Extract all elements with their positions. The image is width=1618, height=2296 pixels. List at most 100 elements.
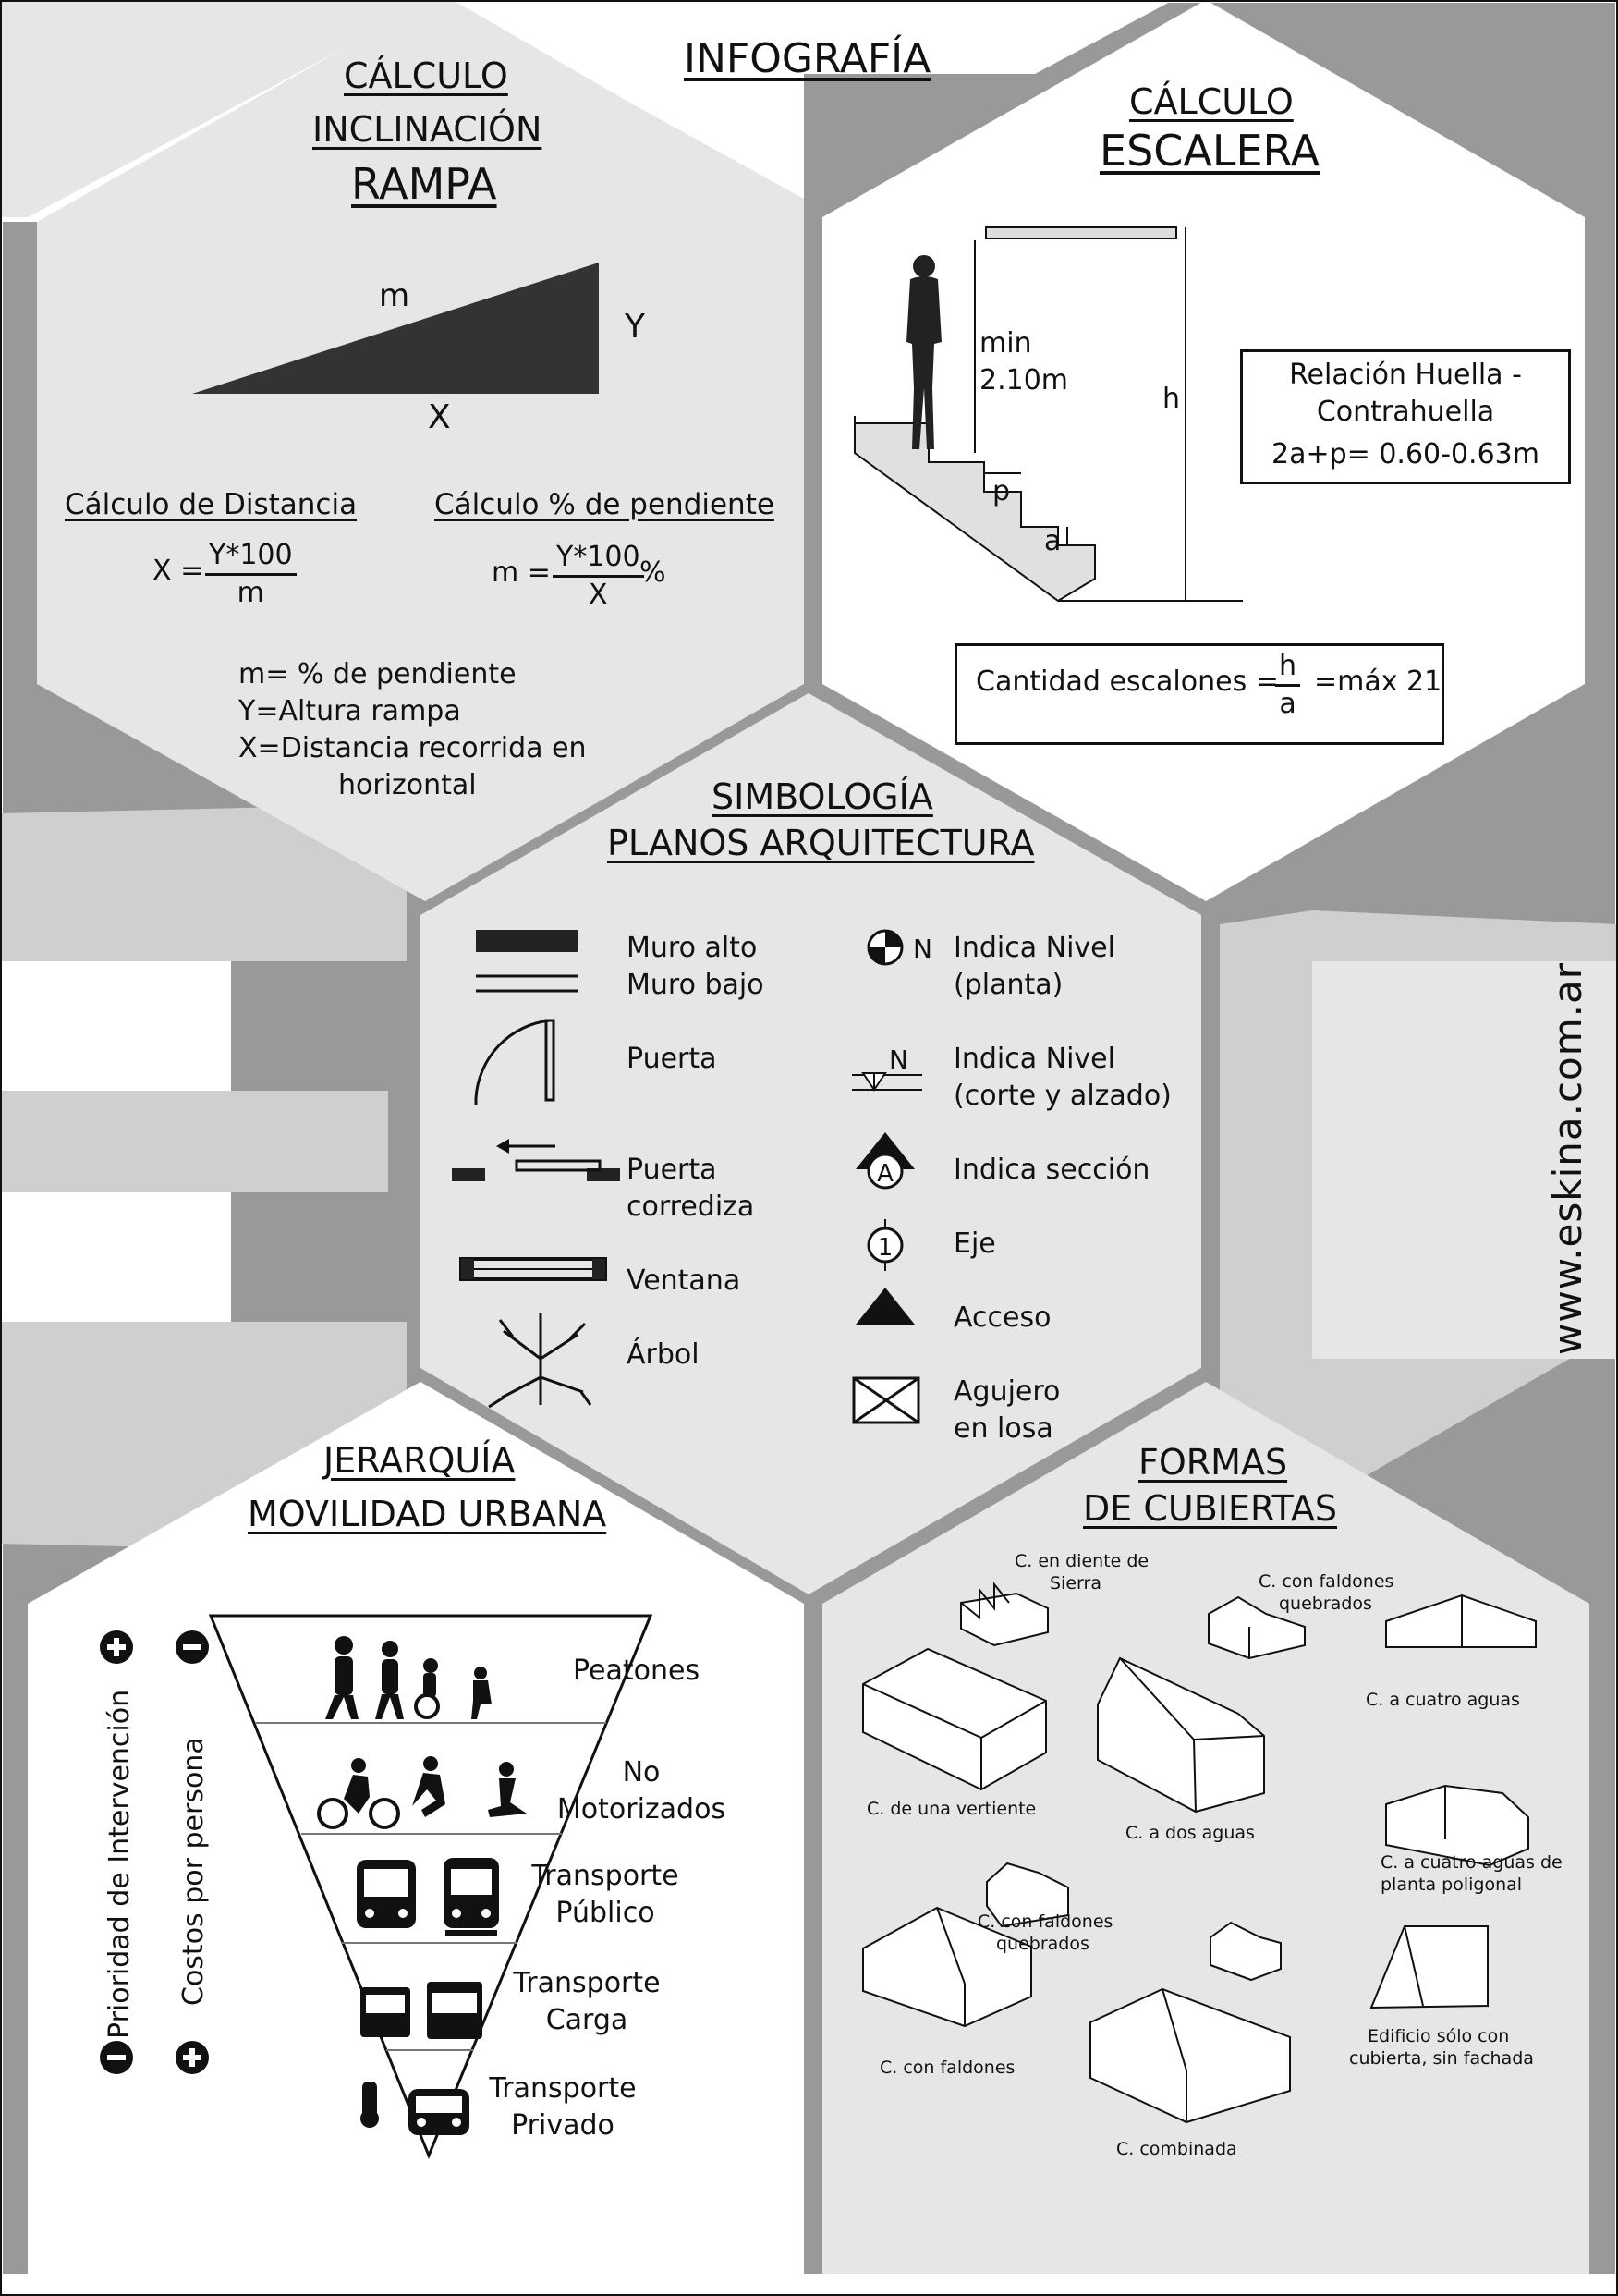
ramp-title-line1: CÁLCULO	[344, 55, 508, 96]
roof-label-broken-mid-2: quebrados	[996, 1934, 1089, 1954]
roof-label-sawtooth-2: Sierra	[1050, 1573, 1101, 1594]
ramp-title-line2: INCLINACIÓN	[312, 109, 542, 150]
cargo-transport-icon	[360, 1982, 482, 2039]
relation-line1: Relación Huella -	[1289, 359, 1522, 391]
ramp-title-line3: RAMPA	[351, 159, 497, 209]
stairs-title-line2: ESCALERA	[1100, 126, 1320, 176]
count-numerator: h	[1275, 649, 1301, 687]
roof-label-poly-2: planta poligonal	[1381, 1875, 1523, 1895]
plus-icon-top	[100, 1630, 133, 1664]
sliding-door-label-1: Puerta	[627, 1154, 717, 1186]
roof-label-single-pitch: C. de una vertiente	[867, 1799, 1037, 1819]
tree-icon	[488, 1313, 592, 1409]
slope-lhs: m =	[492, 556, 551, 589]
private-transport-icon	[360, 2082, 469, 2135]
section-label: Indica sección	[954, 1154, 1150, 1186]
symbols-left-icons	[452, 930, 620, 1409]
ramp-legend-1: m= % de pendiente	[238, 658, 517, 690]
roof-label-broken-mid-1: C. con faldones	[978, 1911, 1113, 1932]
person-icon	[906, 255, 942, 449]
slab-hole-label-1: Agujero	[954, 1375, 1061, 1408]
roof-label-roof-only-2: cubierta, sin fachada	[1349, 2048, 1534, 2069]
window-icon	[459, 1257, 607, 1281]
wall-label-2: Muro bajo	[627, 969, 764, 1001]
level-peatones: Peatones	[573, 1655, 700, 1687]
level-section-label-1: Indica Nivel	[954, 1043, 1115, 1075]
stairs-min-label: min	[979, 327, 1032, 360]
page-title: INFOGRAFÍA	[684, 35, 931, 82]
window-label: Ventana	[627, 1264, 741, 1297]
stairs-h-label: h	[1162, 383, 1181, 415]
access-label: Acceso	[954, 1301, 1052, 1334]
section-letter: A	[877, 1160, 894, 1188]
ramp-label-x: X	[428, 398, 451, 436]
slope-suffix: %	[639, 556, 666, 589]
sliding-door-label-2: corrediza	[627, 1191, 755, 1223]
access-icon	[856, 1288, 915, 1325]
relation-box	[1240, 349, 1571, 484]
roof-label-roof-only-1: Edificio sólo con	[1368, 2026, 1510, 2046]
level-no-motorizados-2: Motorizados	[556, 1793, 726, 1826]
slope-heading: Cálculo % de pendiente	[434, 488, 774, 521]
slope-denominator: X	[589, 579, 608, 611]
broken-slope-roof-icon	[1208, 1595, 1306, 1660]
distance-numerator: Y*100	[205, 538, 297, 576]
axis-priority-label: Prioridad de Intervención	[103, 1689, 136, 2039]
symbols-title-line1: SIMBOLOGÍA	[712, 776, 933, 817]
stairs-a-label: a	[1044, 525, 1062, 557]
level-plan-icon	[867, 929, 904, 966]
ramp-legend-3: X=Distancia recorrida en	[238, 732, 587, 764]
door-label: Puerta	[627, 1043, 717, 1075]
roofs-title-line1: FORMAS	[1138, 1442, 1288, 1483]
polygonal-roof-icon	[1385, 1784, 1529, 1867]
small-box-roof-icon	[1210, 1921, 1282, 1982]
mobility-axis-icons	[100, 1630, 209, 2074]
relation-line3: 2a+p= 0.60-0.63m	[1271, 438, 1539, 470]
count-box	[955, 643, 1444, 745]
count-lhs: Cantidad escalones =	[976, 666, 1279, 698]
roof-only-icon	[1369, 1925, 1489, 2009]
axis-cost-label: Costos por persona	[177, 1737, 210, 2006]
level-section-icon	[852, 1072, 922, 1092]
website-link[interactable]: www.eskina.com.ar	[1545, 961, 1590, 1355]
distance-denominator: m	[237, 577, 264, 609]
mobility-title-line2: MOVILIDAD URBANA	[248, 1494, 607, 1534]
minus-icon-top	[176, 1630, 209, 1664]
count-denominator: a	[1279, 688, 1296, 720]
roof-label-hipped: C. con faldones	[880, 2058, 1016, 2078]
roof-label-broken-top-1: C. con faldones	[1259, 1571, 1394, 1592]
level-plan-label-2: (planta)	[954, 969, 1064, 1001]
pedestrians-icon	[325, 1636, 492, 1719]
distance-heading: Cálculo de Distancia	[65, 488, 358, 521]
symbols-right-icons	[852, 929, 922, 1424]
level-publico-1: Transporte	[531, 1860, 679, 1892]
symbols-title-line2: PLANOS ARQUITECTURA	[607, 823, 1035, 863]
roof-label-combined: C. combinada	[1116, 2139, 1237, 2159]
broken-slope-roof-mid-icon	[986, 1862, 1069, 1928]
mobility-title-line1: JERARQUÍA	[323, 1440, 516, 1481]
roof-label-poly-1: C. a cuatro aguas de	[1381, 1852, 1563, 1873]
level-privado-2: Privado	[511, 2109, 614, 2142]
axis-icon	[867, 1219, 904, 1271]
ramp-label-y: Y	[625, 308, 645, 346]
level-publico-2: Público	[555, 1897, 655, 1929]
non-motorized-icon	[317, 1756, 527, 1829]
slope-numerator: Y*100	[553, 540, 644, 578]
sliding-door-icon	[452, 1139, 620, 1181]
roof-label-sawtooth-1: C. en diente de	[1015, 1551, 1150, 1571]
ramp-label-m: m	[379, 277, 410, 314]
stairs-min-value: 2.10m	[979, 364, 1069, 397]
public-transport-icon	[357, 1858, 499, 1936]
minus-icon-bottom	[100, 2041, 133, 2074]
relation-line2: Contrahuella	[1316, 396, 1495, 428]
section-icon	[856, 1132, 915, 1190]
roof-label-broken-top-2: quebrados	[1279, 1594, 1372, 1614]
hex-ramp	[37, 0, 804, 901]
roof-label-two-pitch: C. a dos aguas	[1125, 1823, 1255, 1843]
hex-symbols	[420, 693, 1201, 1594]
stairs-title-line1: CÁLCULO	[1129, 81, 1294, 122]
slope-fraction: Y*100 X	[553, 540, 644, 613]
ramp-diagram	[192, 263, 599, 394]
four-pitch-roof-icon	[1385, 1594, 1537, 1648]
sawtooth-roof-icon	[960, 1582, 1049, 1647]
